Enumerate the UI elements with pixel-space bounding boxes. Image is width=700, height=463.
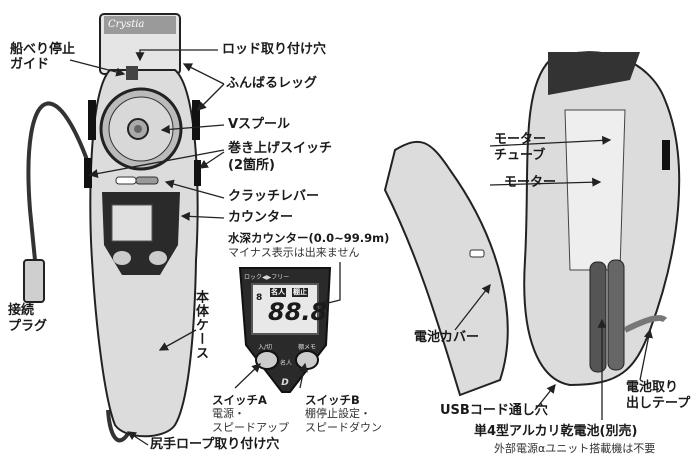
- label-switch-a-desc-1: 電源・: [212, 407, 245, 420]
- label-counter: カウンター: [228, 210, 294, 225]
- label-tape-2: 出しテープ: [626, 396, 691, 411]
- lcd-small-digit: 8: [256, 293, 263, 303]
- label-rope-hole: 尻手ロープ取り付け穴: [150, 437, 280, 452]
- label-battery-cover: 電池カバー: [414, 330, 480, 345]
- label-legs: ふんばるレッグ: [226, 76, 318, 91]
- reel-front-view: [84, 13, 201, 438]
- label-winding-switch: 巻き上げスイッチ: [228, 141, 333, 156]
- brand-logo: Crystia: [108, 19, 145, 30]
- button-mid-caption: 名人: [280, 360, 293, 367]
- label-depth-counter: 水深カウンター(0.0~99.9m): [228, 231, 390, 245]
- usb-plug: [23, 259, 45, 303]
- label-tape-1: 電池取り: [626, 380, 679, 395]
- label-gunwale-guide-1: 船べり停止: [10, 42, 76, 57]
- lcd-tana-stop-badge: 棚止: [292, 288, 308, 297]
- label-motor-tube-2: チューブ: [494, 148, 546, 163]
- label-spool: Vスプール: [228, 117, 291, 132]
- label-switch-b-desc-2: スピードダウン: [305, 421, 382, 434]
- label-depth-note: マイナス表示は出来ません: [228, 246, 360, 259]
- label-gunwale-guide-2: ガイド: [10, 57, 50, 72]
- label-switch-b-desc-1: 棚停止設定・: [305, 407, 371, 420]
- label-switch-a-desc-2: スピードアップ: [212, 421, 289, 434]
- label-winding-switch-count: (2箇所): [228, 158, 275, 173]
- label-rod-hole: ロッド取り付け穴: [222, 42, 327, 57]
- counter-closeup: D: [238, 267, 332, 393]
- label-battery-note: 外部電源αユニット搭載機は不要: [494, 442, 656, 455]
- svg-text:D: D: [281, 378, 289, 388]
- label-motor-tube-1: モーター: [494, 132, 547, 147]
- battery-cover: [383, 140, 509, 397]
- label-switch-b: スイッチB: [305, 393, 360, 407]
- reel-open-view: [383, 51, 681, 397]
- button-a-caption: 入/切: [258, 344, 273, 351]
- label-battery: 単4型アルカリ乾電池(別売): [474, 424, 638, 439]
- leader-lines: [69, 49, 653, 446]
- label-usb-hole: USBコード通し穴: [440, 403, 548, 418]
- label-clutch: クラッチレバー: [228, 189, 320, 204]
- label-motor: モーター: [504, 175, 557, 190]
- lock-free-indicator: ロック◀▶フリー: [244, 274, 290, 281]
- lcd-depth-digits: 88.8: [268, 298, 328, 326]
- label-switch-a: スイッチA: [212, 393, 267, 407]
- lcd-meijin-badge: 名人: [270, 288, 286, 297]
- label-plug-1: 接続: [8, 303, 35, 318]
- label-plug-2: プラグ: [8, 319, 48, 334]
- label-body-case: 本体ケース: [193, 290, 208, 360]
- button-b-caption: 棚メモ: [298, 344, 317, 351]
